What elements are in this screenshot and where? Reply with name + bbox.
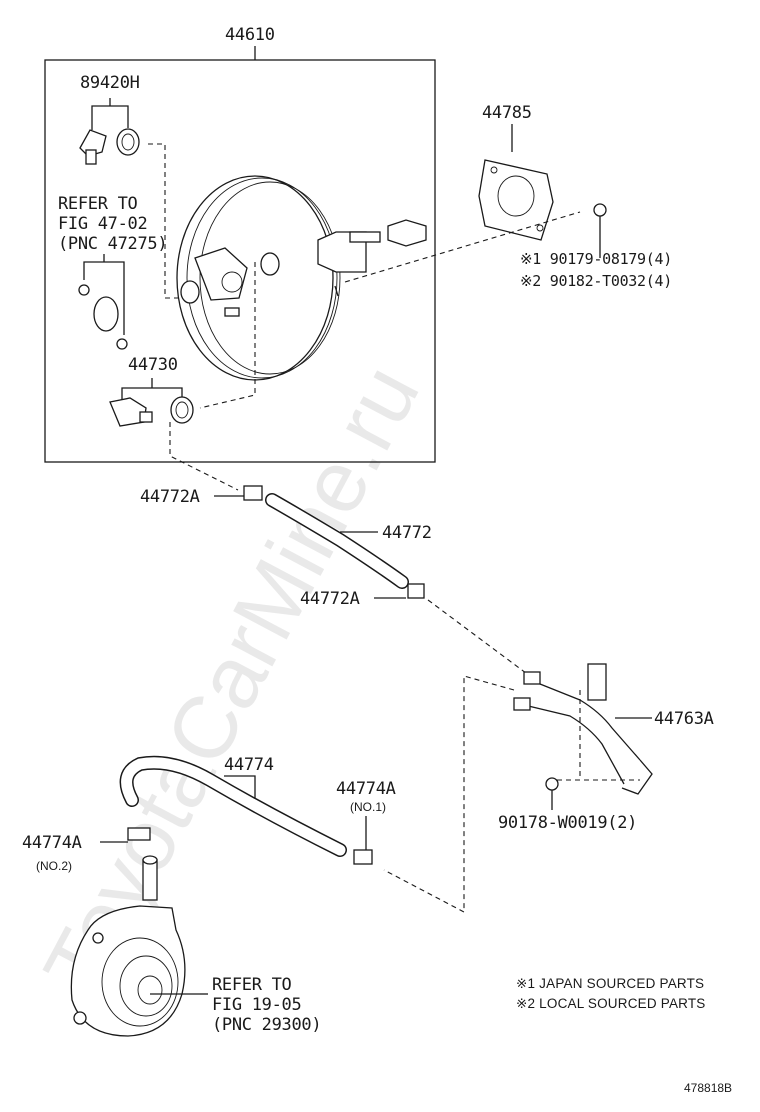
refer-bottom-line2: FIG 19-05 bbox=[212, 995, 301, 1015]
label-clip-44772a-bottom: 44772A bbox=[300, 589, 360, 609]
label-44772: 44772 bbox=[382, 523, 432, 543]
hose-44772: 44772A 44772 44772A bbox=[140, 485, 531, 677]
label-90178: 90178-W0019(2) bbox=[498, 813, 637, 833]
label-44610: 44610 bbox=[225, 25, 275, 45]
refer-bottom-line3: (PNC 29300) bbox=[212, 1015, 321, 1035]
watermark: ToyotaCarMine.ru bbox=[24, 349, 437, 1009]
sensor-89420h: 89420H bbox=[79, 73, 185, 299]
sourcing-notes: ※1 JAPAN SOURCED PARTS ※2 LOCAL SOURCED … bbox=[516, 976, 706, 1011]
label-44763a: 44763A bbox=[654, 709, 714, 729]
note-local-sourced: ※2 LOCAL SOURCED PARTS bbox=[516, 996, 706, 1011]
label-89420h: 89420H bbox=[80, 73, 140, 93]
check-valve-44730: 44730 bbox=[109, 355, 239, 491]
label-44774a-no1: 44774A bbox=[336, 779, 396, 799]
label-44774a-no2-sub: (NO.2) bbox=[36, 859, 72, 873]
label-44730: 44730 bbox=[128, 355, 178, 375]
label-44785: 44785 bbox=[482, 103, 532, 123]
refer-top-line2: FIG 47-02 bbox=[58, 214, 147, 234]
refer-top-line1: REFER TO bbox=[58, 194, 138, 214]
pipe-44763a: 44763A 90178-W0019(2) bbox=[383, 663, 714, 913]
refer-bottom-line1: REFER TO bbox=[212, 975, 292, 995]
brake-booster bbox=[176, 175, 427, 409]
label-44774a-no2: 44774A bbox=[22, 833, 82, 853]
gasket-44785: 44785 ※1 90179-08179(4) ※2 90182-T0032(4… bbox=[344, 103, 672, 290]
label-44774a-no1-sub: (NO.1) bbox=[350, 800, 386, 814]
figure-id: 478818B bbox=[684, 1081, 732, 1095]
label-clip-44772a-top: 44772A bbox=[140, 487, 200, 507]
label-44774: 44774 bbox=[224, 755, 274, 775]
refer-top-line3: (PNC 47275) bbox=[58, 234, 167, 254]
vacuum-pump: REFER TO FIG 19-05 (PNC 29300) bbox=[70, 855, 322, 1037]
refer-fig-47-02: REFER TO FIG 47-02 (PNC 47275) bbox=[58, 194, 168, 350]
label-nut-japan: ※1 90179-08179(4) bbox=[520, 250, 672, 268]
booster-assembly-box: 44610 bbox=[44, 25, 436, 463]
hose-44774: 44774 44774A (NO.1) 44774A (NO.2) bbox=[22, 755, 396, 873]
label-nut-local: ※2 90182-T0032(4) bbox=[520, 272, 672, 290]
note-japan-sourced: ※1 JAPAN SOURCED PARTS bbox=[516, 976, 704, 991]
